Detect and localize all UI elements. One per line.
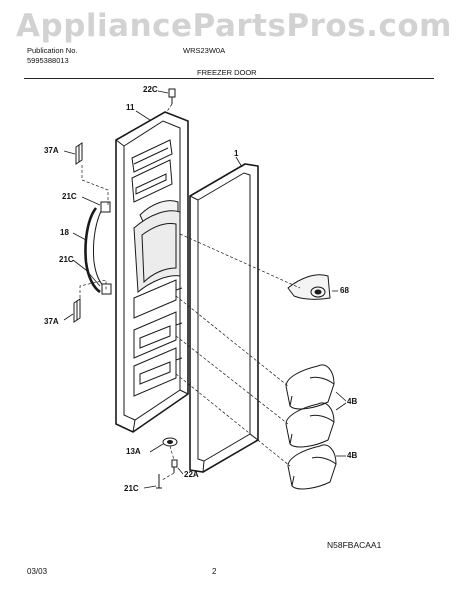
callout-4b-top: 4B	[347, 397, 358, 406]
publication-number: 5995388013	[27, 56, 69, 65]
callout-21c-bottom: 21C	[124, 484, 139, 493]
door-panel-part	[115, 111, 189, 433]
callout-21c-mid: 21C	[59, 255, 74, 264]
publication-label: Publication No.	[27, 46, 78, 55]
door-gasket-part	[189, 163, 259, 473]
callout-18: 18	[60, 228, 69, 237]
trim-cap-bottom-part	[73, 298, 81, 323]
callout-22a: 22A	[184, 470, 199, 479]
callout-68: 68	[340, 286, 349, 295]
leader-lines	[79, 103, 301, 481]
trim-cap-top-part	[75, 142, 83, 165]
footer-date: 03/03	[27, 567, 48, 576]
watermark-logo: AppliancePartsPros.com	[16, 8, 452, 44]
hinge-part	[162, 437, 178, 447]
callout-37a-top: 37A	[44, 146, 59, 155]
callout-4b-bottom: 4B	[347, 451, 358, 460]
section-title: FREEZER DOOR	[197, 68, 257, 77]
callout-21c-top: 21C	[62, 192, 77, 201]
callout-13a: 13A	[126, 447, 141, 456]
header-rule	[24, 78, 434, 79]
door-bin-1-part	[285, 364, 335, 410]
callout-11: 11	[126, 103, 135, 112]
model-number: WRS23W0A	[183, 46, 226, 55]
callout-pointers	[63, 90, 347, 489]
door-handle-part	[84, 201, 112, 295]
callout-22c-top: 22C	[143, 85, 158, 94]
callout-37a-bottom: 37A	[44, 317, 59, 326]
screw-bottom-part	[171, 459, 178, 473]
diagram-code: N58FBACAA1	[327, 540, 382, 550]
screw-top-part	[168, 88, 176, 104]
screw-21c-bottom-part	[156, 474, 162, 489]
page-number: 2	[212, 567, 217, 576]
callout-1: 1	[234, 149, 239, 158]
door-bin-3-part	[287, 444, 337, 490]
door-bin-2-part	[285, 402, 335, 448]
dispenser-cover-part	[287, 274, 331, 300]
